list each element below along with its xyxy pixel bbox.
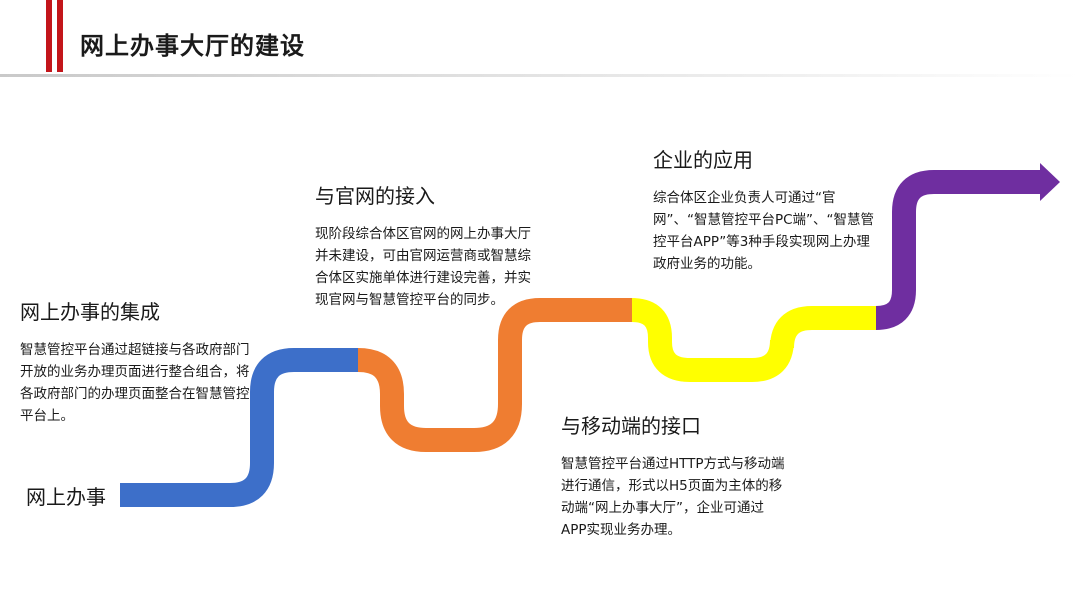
section-integration: 网上办事的集成 智慧管控平台通过超链接与各政府部门开放的业务办理页面进行整合组合… xyxy=(20,296,252,427)
section-enterprise-application-body: 综合体区企业负责人可通过“官网”、“智慧管控平台PC端”、“智慧管控平台APP”… xyxy=(653,190,875,272)
start-label: 网上办事 xyxy=(26,485,106,509)
accent-bar-right xyxy=(57,0,63,72)
section-website-access: 与官网的接入 现阶段综合体区官网的网上办事大厅并未建设，可由官网运营商或智慧综合… xyxy=(315,180,543,311)
section-integration-title: 网上办事的集成 xyxy=(20,300,160,324)
section-mobile-interface-title: 与移动端的接口 xyxy=(561,414,701,438)
accent-bar-left xyxy=(46,0,52,72)
section-mobile-interface-body: 智慧管控平台通过HTTP方式与移动端进行通信，形式以H5页面为主体的移动端“网上… xyxy=(561,456,785,538)
section-enterprise-application-title: 企业的应用 xyxy=(653,148,753,172)
path-segment-1 xyxy=(120,348,358,507)
section-website-access-body: 现阶段综合体区官网的网上办事大厅并未建设，可由官网运营商或智慧综合体区实施单体进… xyxy=(315,226,531,308)
section-integration-body: 智慧管控平台通过超链接与各政府部门开放的业务办理页面进行整合组合，将各政府部门的… xyxy=(20,342,250,424)
title-divider xyxy=(0,74,1080,77)
path-segment-3 xyxy=(631,298,876,382)
section-mobile-interface: 与移动端的接口 智慧管控平台通过HTTP方式与移动端进行通信，形式以H5页面为主… xyxy=(561,410,789,541)
path-segment-4 xyxy=(875,170,1040,330)
page-title: 网上办事大厅的建设 xyxy=(80,32,305,60)
path-arrowhead xyxy=(1040,163,1060,201)
section-enterprise-application: 企业的应用 综合体区企业负责人可通过“官网”、“智慧管控平台PC端”、“智慧管控… xyxy=(653,144,883,275)
section-website-access-title: 与官网的接入 xyxy=(315,184,435,208)
path-segment-2 xyxy=(357,298,632,452)
